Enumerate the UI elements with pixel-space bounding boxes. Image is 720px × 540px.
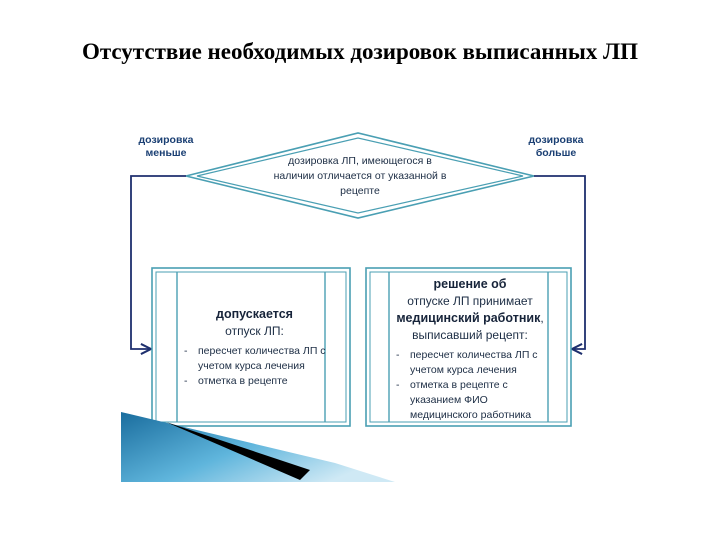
decorative-dark-stripe <box>166 422 310 480</box>
right-box-content: решение об отпуске ЛП принимает медицинс… <box>394 276 546 423</box>
list-item: пересчет количества ЛП с учетом курса ле… <box>182 344 327 374</box>
connector-left <box>130 175 186 349</box>
left-box-inner <box>155 271 347 423</box>
right-box-list: пересчет количества ЛП с учетом курса ле… <box>394 348 546 423</box>
left-box-subheading: отпуск ЛП: <box>225 324 284 338</box>
right-box-heading-2: отпуске ЛП принимает <box>407 294 533 308</box>
connector-right <box>534 175 586 349</box>
right-box-heading-4: выписавший рецепт: <box>412 328 528 342</box>
list-item: отметка в рецепте с указанием ФИО медици… <box>394 378 546 423</box>
decision-diamond-inner <box>196 137 524 214</box>
left-box-list: пересчет количества ЛП с учетом курса ле… <box>182 344 327 389</box>
branch-label-less: дозировка меньше <box>138 134 194 159</box>
list-item: пересчет количества ЛП с учетом курса ле… <box>394 348 546 378</box>
left-box-heading: допускается <box>216 307 293 321</box>
list-item: отметка в рецепте <box>182 374 327 389</box>
right-box-heading-1: решение об <box>433 277 507 291</box>
decorative-wedge <box>121 412 395 482</box>
slide-title: Отсутствие необходимых дозировок выписан… <box>81 39 639 64</box>
right-box-heading-3: медицинский работник, <box>396 311 544 325</box>
branch-label-more: дозировка больше <box>528 134 584 159</box>
left-box-content: допускается отпуск ЛП: пересчет количест… <box>182 306 327 389</box>
decision-text: дозировка ЛП, имеющегося в наличии отлич… <box>273 155 447 197</box>
